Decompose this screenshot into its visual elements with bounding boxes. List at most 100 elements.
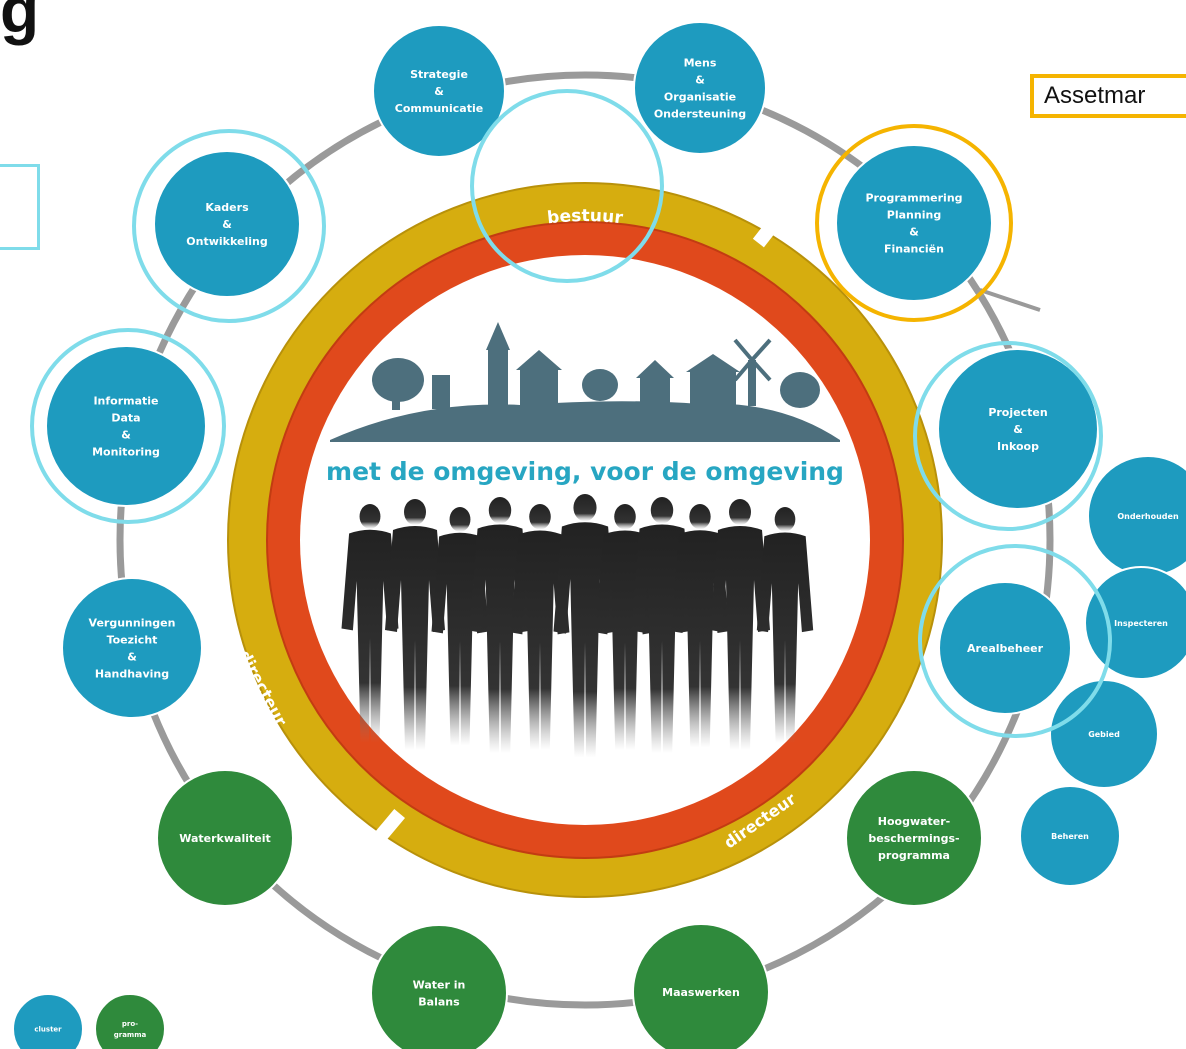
highlight-box-left xyxy=(0,164,40,250)
person-silhouette xyxy=(710,499,770,750)
legend-cluster: cluster xyxy=(12,993,84,1049)
programme-maaswerken: Maaswerken xyxy=(632,923,770,1049)
highlight-bestuur xyxy=(470,89,664,283)
subcluster-gebied-circle xyxy=(1049,679,1159,789)
programme-waterkwaliteit-circle xyxy=(156,769,294,907)
highlight-programmering xyxy=(815,124,1013,322)
people-silhouettes xyxy=(341,493,814,758)
legend-cluster-label-0: cluster xyxy=(34,1025,62,1033)
cluster-kaders-label-1: & xyxy=(222,218,232,231)
cluster-mens-circle xyxy=(633,21,767,155)
cluster-projecten-label-0: Projecten xyxy=(988,406,1047,419)
cluster-strategie: Strategie & Communicatie xyxy=(372,24,506,158)
sub-connector xyxy=(979,288,1041,312)
cluster-vergunningen-label-0: Vergunningen xyxy=(89,616,176,629)
subcluster-beheren-circle xyxy=(1019,785,1121,887)
ring-label-bestuur: bestuur xyxy=(546,206,624,228)
cluster-strategie-label-0: Strategie xyxy=(410,68,468,81)
programme-water-in-balans-label-0: Water in xyxy=(413,978,466,991)
legend-programma-label-0: pro- xyxy=(122,1020,138,1028)
programme-maaswerken-label-0: Maaswerken xyxy=(662,986,740,999)
cluster-kaders-circle xyxy=(153,150,301,298)
programme-hoogwater-circle xyxy=(845,769,983,907)
programme-maaswerken-circle xyxy=(632,923,770,1049)
ring-separator-right xyxy=(752,216,782,248)
subcluster-onderhouden-label-0: Onderhouden xyxy=(1117,512,1179,521)
cluster-programmering-label-3: Financiën xyxy=(884,242,944,255)
person-silhouette xyxy=(385,499,445,750)
subcluster-inspecteren: Inspecteren xyxy=(1084,566,1186,680)
cluster-vergunningen-label-3: Handhaving xyxy=(95,667,169,680)
cluster-vergunningen-label-1: Toezicht xyxy=(107,633,158,646)
programme-hoogwater-label-1: beschermings- xyxy=(868,832,959,845)
cluster-arealbeheer-circle xyxy=(938,581,1072,715)
cluster-programmering-label-2: & xyxy=(909,225,919,238)
cluster-arealbeheer-label-0: Arealbeheer xyxy=(967,642,1044,655)
legend-cluster-circle xyxy=(12,993,84,1049)
programme-hoogwater: Hoogwater-beschermings-programma xyxy=(845,769,983,907)
subcluster-beheren: Beheren xyxy=(1019,785,1121,887)
cluster-strategie-circle xyxy=(372,24,506,158)
cluster-mens-label-0: Mens xyxy=(684,56,717,69)
person-silhouette xyxy=(510,504,570,750)
heading-fragment: g xyxy=(0,0,40,46)
cluster-strategie-label-2: Communicatie xyxy=(395,102,483,115)
cluster-informatie-circle xyxy=(45,345,207,507)
cluster-programmering-label-1: Planning xyxy=(887,208,941,221)
highlight-projecten xyxy=(913,341,1103,531)
cluster-programmering-label-0: Programmering xyxy=(865,191,962,204)
programme-waterkwaliteit: Waterkwaliteit xyxy=(156,769,294,907)
cluster-informatie-label-3: Monitoring xyxy=(92,445,160,458)
cluster-projecten: Projecten & Inkoop xyxy=(937,348,1099,510)
subcluster-gebied-label-0: Gebied xyxy=(1088,730,1120,739)
cluster-projecten-label-2: Inkoop xyxy=(997,440,1039,453)
highlight-rings xyxy=(30,89,1112,738)
programme-water-in-balans: Water in Balans xyxy=(370,924,508,1049)
programme-hoogwater-label-2: programma xyxy=(878,849,950,862)
cluster-arealbeheer: Arealbeheer xyxy=(938,581,1072,715)
legend-programma-label-1: gramma xyxy=(114,1031,147,1039)
subcluster-onderhouden: Onderhouden xyxy=(1087,455,1186,577)
cluster-kaders-label-0: Kaders xyxy=(205,201,249,214)
cluster-mens-label-3: Ondersteuning xyxy=(654,107,746,120)
tagline: met de omgeving, voor de omgeving xyxy=(326,457,844,486)
cluster-informatie-label-0: Informatie xyxy=(93,394,158,407)
cluster-projecten-circle xyxy=(937,348,1099,510)
legend-programma-circle xyxy=(94,993,166,1049)
subcluster-beheren-label-0: Beheren xyxy=(1051,832,1089,841)
programme-water-in-balans-circle xyxy=(370,924,508,1049)
subcluster-inspecteren-label-0: Inspecteren xyxy=(1114,619,1168,628)
cluster-strategie-label-1: & xyxy=(434,85,444,98)
legend-programma: pro-gramma xyxy=(94,993,166,1049)
ring-separator-left xyxy=(356,216,386,248)
cluster-informatie-label-2: & xyxy=(121,428,131,441)
cluster-programmering-circle xyxy=(835,144,993,302)
village-skyline xyxy=(330,322,840,442)
highlight-arealbeheer xyxy=(918,544,1112,738)
person-silhouette xyxy=(341,504,399,743)
programme-water-in-balans-label-1: Balans xyxy=(418,995,460,1008)
subcluster-gebied: Gebied xyxy=(1049,679,1159,789)
cluster-mens-label-2: Organisatie xyxy=(664,90,736,103)
highlight-kaders xyxy=(132,129,326,323)
cluster-mens-label-1: & xyxy=(695,73,705,86)
cluster-vergunningen-circle xyxy=(61,577,203,719)
assetmanagement-callout: Assetmar xyxy=(1030,74,1186,118)
cluster-projecten-label-1: & xyxy=(1013,423,1023,436)
cluster-kaders-label-2: Ontwikkeling xyxy=(186,235,267,248)
programme-hoogwater-label-0: Hoogwater- xyxy=(878,815,951,828)
cluster-informatie-label-1: Data xyxy=(111,411,140,424)
programme-waterkwaliteit-label-0: Waterkwaliteit xyxy=(179,832,271,845)
ring-separator-bottom xyxy=(374,809,406,841)
person-silhouette xyxy=(756,507,814,743)
cluster-kaders: Kaders & Ontwikkeling xyxy=(153,150,301,298)
highlight-informatie xyxy=(30,328,226,524)
cluster-vergunningen-label-2: & xyxy=(127,650,137,663)
connector-ring xyxy=(116,71,1054,1009)
